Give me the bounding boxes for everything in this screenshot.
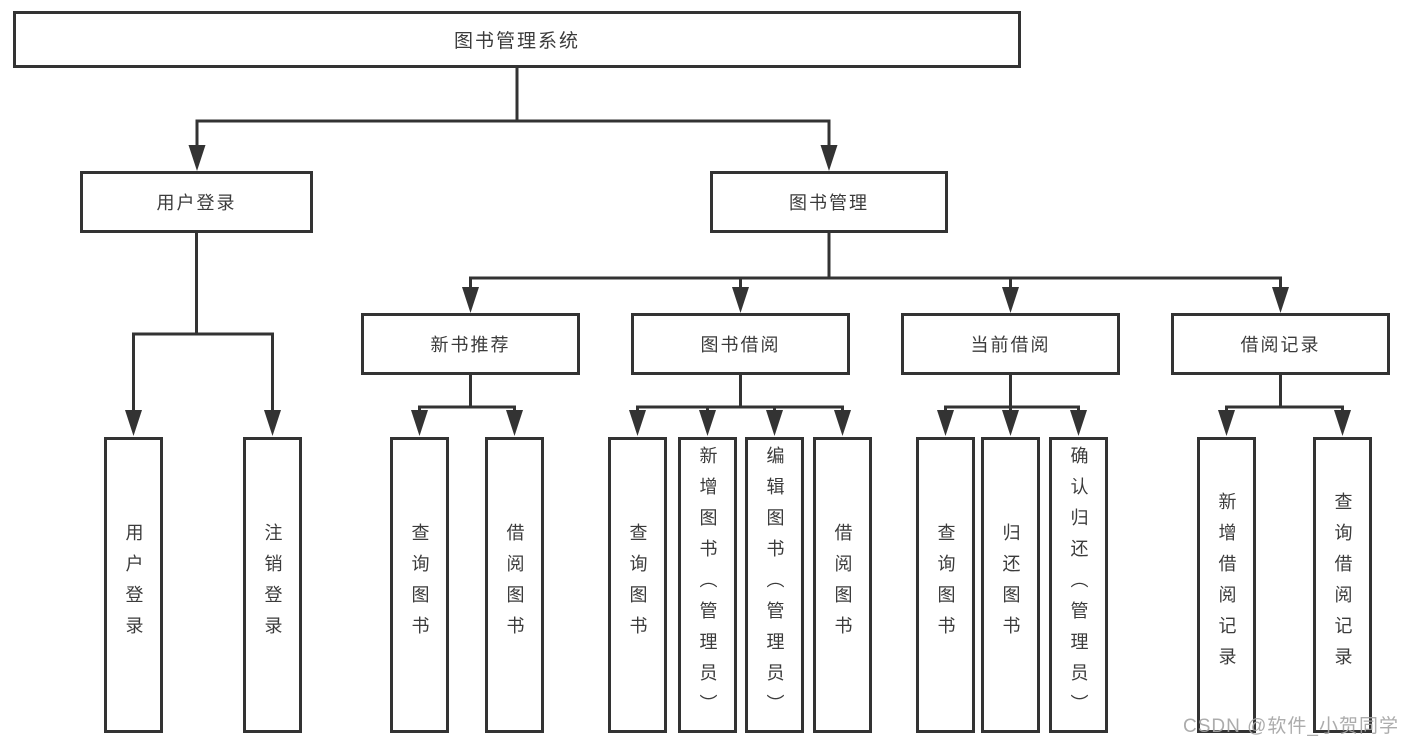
leaf-borrow-books-recommend: 借阅图书 [485, 437, 544, 733]
node-label: 新增图书（管理员） [697, 445, 718, 725]
node-label: 查询图书 [627, 523, 648, 647]
node-label: 新增借阅记录 [1216, 492, 1237, 678]
node-borrowing-records: 借阅记录 [1171, 313, 1390, 375]
arrow-down-icon [264, 410, 281, 436]
arrow-down-icon [188, 145, 206, 171]
leaf-user-login: 用户登录 [104, 437, 163, 733]
arrow-down-icon [1002, 287, 1019, 313]
arrow-down-icon [1218, 410, 1235, 436]
leaf-edit-book-admin: 编辑图书（管理员） [745, 437, 804, 733]
connector-path [195, 119, 831, 147]
node-label: 图书借阅 [700, 335, 781, 355]
node-label: 查询借阅记录 [1332, 492, 1353, 678]
leaf-query-books-recommend: 查询图书 [390, 437, 449, 733]
node-label: 借阅图书 [832, 523, 853, 647]
node-label: 用户登录 [156, 193, 237, 213]
node-current-borrowing: 当前借阅 [901, 313, 1120, 375]
connector-path [636, 405, 844, 412]
node-label: 当前借阅 [970, 335, 1051, 355]
node-label: 新书推荐 [430, 335, 511, 355]
arrow-down-icon [629, 410, 646, 436]
arrow-down-icon [506, 410, 523, 436]
leaf-add-book-admin: 新增图书（管理员） [678, 437, 737, 733]
connector-path [1225, 405, 1344, 412]
node-label: 借阅记录 [1240, 335, 1321, 355]
arrow-down-icon [1272, 287, 1289, 313]
arrow-down-icon [1002, 410, 1019, 436]
leaf-logout: 注销登录 [243, 437, 302, 733]
node-label: 编辑图书（管理员） [764, 445, 785, 725]
node-label: 查询图书 [935, 523, 956, 647]
node-label: 图书管理 [789, 193, 869, 213]
arrow-down-icon [462, 287, 479, 313]
node-label: 归还图书 [1000, 523, 1021, 647]
arrow-down-icon [820, 145, 838, 171]
arrow-down-icon [732, 287, 749, 313]
arrow-down-icon [411, 410, 428, 436]
connector-path [132, 332, 274, 412]
leaf-add-borrow-record: 新增借阅记录 [1197, 437, 1256, 733]
arrow-down-icon [1334, 410, 1351, 436]
leaf-confirm-return-admin: 确认归还（管理员） [1049, 437, 1108, 733]
node-label: 查询图书 [409, 523, 430, 647]
arrow-down-icon [834, 410, 851, 436]
connector-path [469, 276, 1282, 288]
node-new-book-recommend: 新书推荐 [361, 313, 580, 375]
node-label: 确认归还（管理员） [1068, 445, 1089, 725]
node-label: 用户登录 [123, 523, 144, 647]
node-user-login: 用户登录 [80, 171, 313, 233]
leaf-query-borrow-record: 查询借阅记录 [1313, 437, 1372, 733]
node-book-management: 图书管理 [710, 171, 948, 233]
csdn-watermark: CSDN @软件_小贺同学 [1183, 716, 1399, 737]
node-book-borrowing: 图书借阅 [631, 313, 850, 375]
node-library-management-system: 图书管理系统 [13, 11, 1021, 68]
leaf-return-book: 归还图书 [981, 437, 1040, 733]
arrow-down-icon [937, 410, 954, 436]
leaf-query-books-borrowing: 查询图书 [608, 437, 667, 733]
node-label: 借阅图书 [504, 523, 525, 647]
node-label: 图书管理系统 [453, 31, 580, 52]
arrow-down-icon [125, 410, 142, 436]
arrow-down-icon [1070, 410, 1087, 436]
arrow-down-icon [699, 410, 716, 436]
leaf-query-books-current: 查询图书 [916, 437, 975, 733]
leaf-borrow-books-borrowing: 借阅图书 [813, 437, 872, 733]
connector-path [418, 405, 516, 412]
arrow-down-icon [766, 410, 783, 436]
node-label: 注销登录 [262, 523, 283, 647]
